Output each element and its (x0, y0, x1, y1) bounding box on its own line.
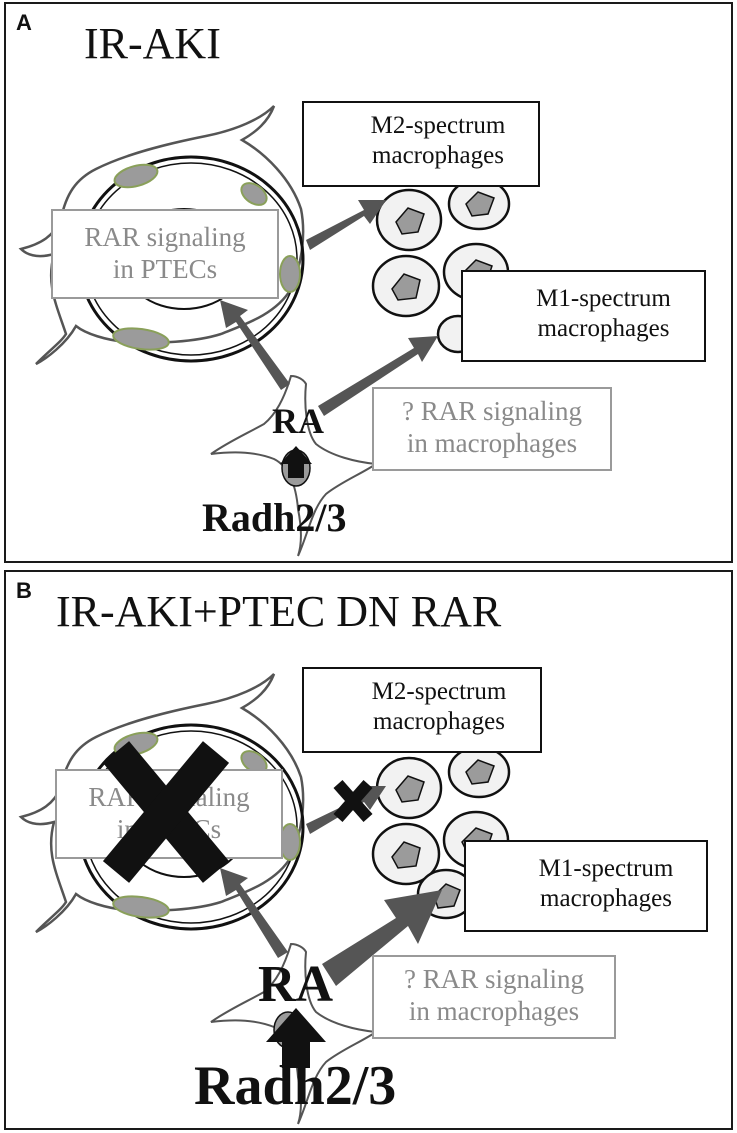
panel-b: B IR-AKI+PTEC DN RAR M2-spectrum macroph… (4, 570, 733, 1130)
panel-title: IR-AKI (84, 19, 221, 68)
radh-cell (210, 374, 379, 557)
pericyte-cell (18, 105, 305, 366)
arrow-ra-to-macrophages (322, 890, 442, 986)
arrow-ra-to-macrophages (318, 336, 438, 416)
pericyte-cell (18, 673, 305, 934)
ptec-nucleus (240, 182, 268, 206)
panel-a-illustration (18, 105, 511, 557)
m2-macrophages-box: M2-spectrum macrophages (302, 101, 540, 187)
m2-label-line2: macrophages (373, 708, 505, 735)
macrophage-rar-signaling-box: ? RAR signaling in macrophages (372, 387, 612, 471)
radh-cell (210, 942, 379, 1125)
arrow-ra-to-ptec (220, 868, 288, 958)
arrow-ptec-to-m2 (306, 200, 386, 250)
m1-label-line2: macrophages (537, 315, 670, 342)
mac-label-line2: in macrophages (406, 428, 578, 459)
m1-label-line1: M1-spectrum (536, 285, 671, 312)
m1-label-line2: macrophages (540, 885, 672, 912)
panel-title: IR-AKI+PTEC DN RAR (56, 587, 502, 636)
panel-letter: B (16, 578, 32, 603)
m2-macrophages-box: M2-spectrum macrophages (302, 667, 542, 753)
ra-up-arrow (266, 1008, 326, 1068)
radh-label: Radh2/3 (202, 495, 347, 540)
m1-label-line1: M1-spectrum (538, 855, 674, 882)
mac-label-line1: ? RAR signaling (404, 964, 584, 994)
ptec-nucleus (112, 327, 170, 351)
m2-label-line2: macrophages (372, 142, 504, 169)
ptec-nucleus (279, 255, 301, 293)
ptec-rar-signaling-box: RAR signaling in PTECs (51, 209, 279, 299)
panel-a: A IR-AKI M2-spectrum macrophages M1-spec… (4, 2, 733, 563)
ra-up-arrow (280, 446, 312, 478)
m1-macrophages-box: M1-spectrum macrophages (464, 840, 708, 932)
radh-label: Radh2/3 (194, 1055, 397, 1117)
macrophage-rar-signaling-box: ? RAR signaling in macrophages (372, 955, 616, 1039)
ptec-label-line2: in PTECs (112, 254, 218, 285)
ptec-nucleus (112, 895, 170, 919)
block-x-icon-small (333, 780, 373, 822)
macrophage-cluster (371, 177, 511, 354)
mac-label-line2: in macrophages (408, 996, 580, 1027)
ptec-nucleus (113, 163, 159, 189)
ptec-label-line1: RAR signaling (84, 222, 246, 252)
m2-label-line1: M2-spectrum (371, 678, 507, 705)
panel-letter: A (16, 10, 32, 35)
ra-label: RA (272, 401, 324, 441)
arrow-ra-to-ptec (220, 300, 290, 390)
ra-label: RA (258, 956, 334, 1013)
m2-label-line1: M2-spectrum (370, 112, 506, 139)
panel-b-illustration (18, 669, 511, 1125)
blocking-marks (102, 741, 373, 883)
mac-label-line1: ? RAR signaling (402, 396, 582, 426)
block-x-icon-large (102, 741, 230, 883)
m1-macrophages-box: M1-spectrum macrophages (461, 270, 706, 362)
